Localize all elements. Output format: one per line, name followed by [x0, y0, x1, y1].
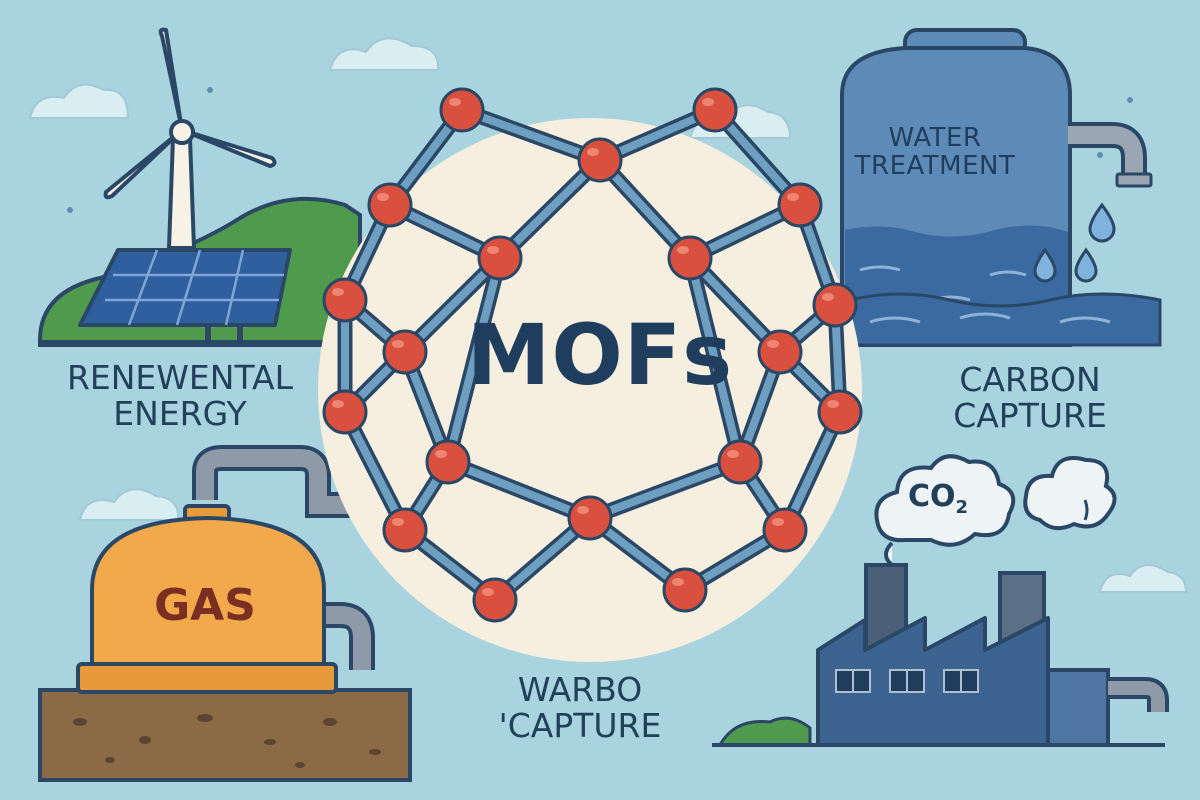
metal-node [692, 87, 738, 133]
mof-backdrop-circle [318, 118, 862, 662]
metal-node-highlight [435, 450, 447, 458]
gas-storage-scene [38, 445, 412, 782]
metal-node-highlight [672, 578, 684, 586]
metal-node-highlight [677, 246, 689, 254]
carbon-capture-label: CARBON CAPTURE [953, 360, 1107, 435]
metal-node [762, 507, 808, 553]
carbon-capture-scene [712, 454, 1169, 747]
metal-node-highlight [727, 450, 739, 458]
metal-node-highlight [822, 293, 834, 301]
water-treatment-scene [840, 28, 1162, 347]
metal-node-highlight [827, 400, 839, 408]
metal-node [472, 577, 518, 623]
cloud-icon [328, 37, 440, 71]
co2-subscript: 2 [955, 497, 969, 518]
linker-bond [444, 458, 594, 522]
smoke-cloud-icon [874, 454, 1016, 547]
warbo-capture-label: WARBO 'CAPTURE [498, 670, 662, 745]
linker-bond [458, 106, 604, 164]
metal-node-highlight [587, 148, 599, 156]
metal-node-highlight [392, 518, 404, 526]
renewable-energy-label: RENEWENTAL ENERGY [66, 358, 294, 433]
linker-bond [686, 254, 744, 466]
solar-panel-icon [78, 248, 292, 340]
metal-node-highlight [767, 340, 779, 348]
metal-node-highlight [577, 506, 589, 514]
gas-label: GAS [154, 580, 256, 631]
metal-node-highlight [772, 518, 784, 526]
water-drop-icon [1088, 202, 1116, 243]
metal-node [662, 567, 708, 613]
cloud-icon [1098, 564, 1188, 593]
metal-node [567, 495, 613, 541]
metal-node [439, 87, 485, 133]
metal-node [577, 137, 623, 183]
metal-node [667, 235, 713, 281]
co2-base: CO [907, 479, 956, 514]
renewable-energy-scene [38, 27, 362, 347]
metal-node-highlight [392, 340, 404, 348]
metal-node-highlight [702, 98, 714, 106]
linker-bond [444, 254, 504, 466]
mofs-title: MOFs [466, 306, 734, 404]
metal-node [322, 389, 368, 435]
linker-bond [586, 458, 744, 522]
metal-node [367, 182, 413, 228]
metal-nodes [322, 87, 863, 623]
mof-structure [318, 87, 863, 662]
metal-node [717, 439, 763, 485]
metal-node [425, 439, 471, 485]
water-drop-icon [1074, 247, 1098, 283]
metal-node-highlight [332, 400, 344, 408]
linker-bond [496, 156, 604, 262]
metal-node-highlight [787, 193, 799, 201]
metal-node [777, 182, 823, 228]
cloud-icon [78, 488, 180, 521]
metal-node [382, 507, 428, 553]
metal-node [817, 389, 863, 435]
metal-node-highlight [487, 246, 499, 254]
cloud-icon [28, 83, 130, 119]
metal-node [812, 282, 858, 328]
metal-node-highlight [377, 193, 389, 201]
wind-turbine-icon [103, 27, 277, 250]
metal-node-highlight [332, 288, 344, 296]
co2-label: CO2 [888, 479, 988, 518]
factory-icon [712, 563, 1169, 747]
metal-node [322, 277, 368, 323]
metal-node-highlight [482, 588, 494, 596]
water-treatment-label: WATER TREATMENT [854, 123, 1016, 182]
water-drop-icon [1033, 247, 1057, 283]
metal-node-highlight [449, 98, 461, 106]
smoke-cloud-icon [1023, 456, 1117, 531]
metal-node [477, 235, 523, 281]
